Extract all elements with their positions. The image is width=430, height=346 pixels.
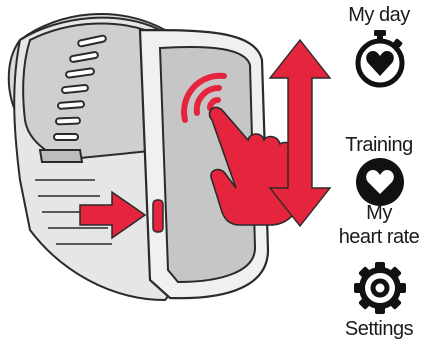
menu-label-my-heart-rate-line1: My: [366, 202, 392, 224]
menu-label-my-day: My day: [348, 4, 410, 26]
tap-waves-icon: [181, 72, 227, 123]
menu-label-my-heart-rate-line2: heart rate: [338, 226, 420, 248]
gear-icon: [354, 262, 406, 314]
stopwatch-heart-icon: [355, 30, 405, 88]
menu-label-settings: Settings: [344, 318, 414, 340]
press-button-arrow: [79, 190, 147, 240]
swipe-updown-arrow: [268, 38, 332, 228]
heart-icon: [356, 158, 404, 206]
menu-label-training: Training: [345, 134, 413, 156]
